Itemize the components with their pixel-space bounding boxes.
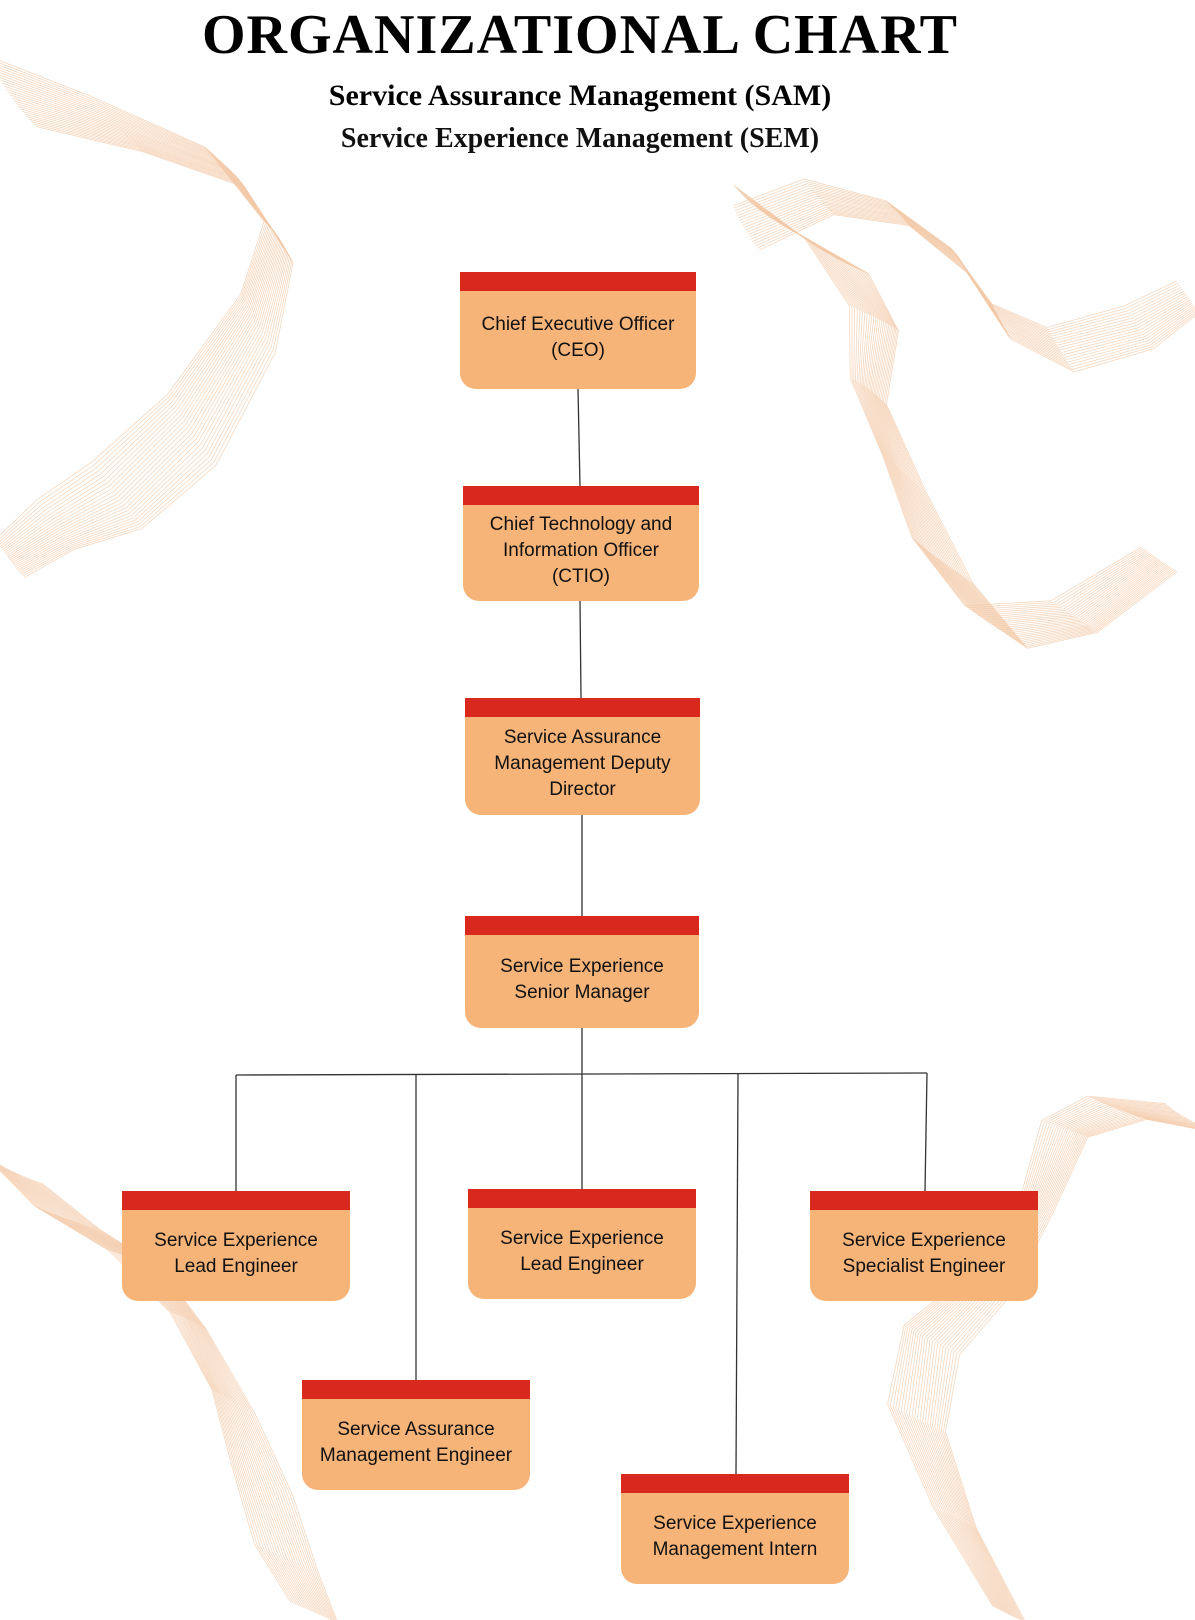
box-header-bar <box>463 486 699 505</box>
wave-bottom-right <box>887 1095 1195 1620</box>
box-header-bar <box>122 1191 350 1210</box>
connector-to-intern <box>735 1073 739 1475</box>
org-box-ctio: Chief Technology and Information Officer… <box>463 486 699 601</box>
page-subtitle-secondary: Service Experience Management (SEM) <box>340 123 820 154</box>
org-box-senior-manager-label: Service Experience Senior Manager <box>500 955 664 1003</box>
connector-to-specialist <box>924 1072 928 1192</box>
connector-ceo-ctio <box>577 388 581 487</box>
org-box-ceo-label: Chief Executive Officer (CEO) <box>481 314 675 361</box>
box-header-bar <box>621 1474 849 1493</box>
org-box-specialist-engineer-label: Service Experience Specialist Engineer <box>842 1229 1006 1277</box>
connector-horizontal-bus <box>235 1072 928 1076</box>
connector-ctio-deputy <box>579 600 582 699</box>
org-box-sam-engineer-label: Service Assurance Management Engineer <box>319 1418 513 1466</box>
box-header-bar <box>468 1189 696 1208</box>
org-box-lead-engineer-1-label: Service Experience Lead Engineer <box>154 1229 318 1277</box>
org-box-senior-manager: Service Experience Senior Manager <box>465 916 699 1028</box>
wave-top-right <box>733 185 1178 649</box>
wave-top-right-upper <box>732 178 1195 373</box>
page-title: ORGANIZATIONAL CHART <box>202 4 958 66</box>
org-box-lead-engineer-1: Service Experience Lead Engineer <box>122 1191 350 1301</box>
org-box-ctio-label: Chief Technology and Information Officer… <box>489 514 673 587</box>
box-header-bar <box>460 272 696 291</box>
page-subtitle: Service Assurance Management (SAM) <box>328 79 832 112</box>
org-box-ceo: Chief Executive Officer (CEO) <box>460 272 696 389</box>
org-box-deputy-director-label: Service Assurance Management Deputy Dire… <box>494 727 671 800</box>
org-box-sam-engineer: Service Assurance Management Engineer <box>302 1380 530 1490</box>
box-header-bar <box>465 698 700 717</box>
org-box-lead-engineer-2: Service Experience Lead Engineer <box>468 1189 696 1299</box>
box-header-bar <box>302 1380 530 1399</box>
box-header-bar <box>465 916 699 935</box>
org-box-intern: Service Experience Management Intern <box>621 1474 849 1584</box>
org-box-deputy-director: Service Assurance Management Deputy Dire… <box>465 698 700 815</box>
org-box-lead-engineer-2-label: Service Experience Lead Engineer <box>500 1227 664 1275</box>
box-header-bar <box>810 1191 1038 1210</box>
org-box-specialist-engineer: Service Experience Specialist Engineer <box>810 1191 1038 1301</box>
org-box-intern-label: Service Experience Management Intern <box>652 1512 818 1560</box>
